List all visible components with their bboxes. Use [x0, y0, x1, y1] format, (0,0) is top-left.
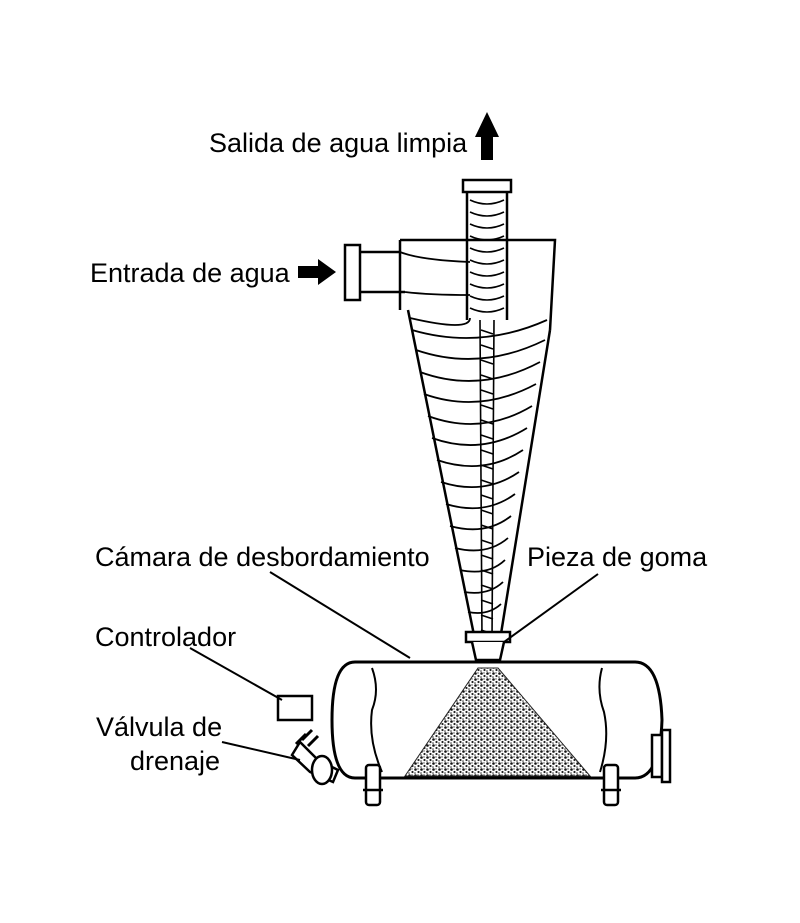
controller-box	[276, 694, 314, 722]
leader-lines	[189, 571, 599, 761]
sediment-pile	[404, 667, 592, 777]
inlet-pipe	[343, 243, 471, 302]
end-flange	[650, 728, 672, 784]
rubber-piece	[464, 630, 512, 662]
cyclone-body	[398, 238, 557, 641]
label-overflow-chamber: Cámara de desbordamiento	[95, 542, 430, 572]
vortex-core	[469, 199, 505, 641]
leader-overflow-chamber	[269, 571, 411, 659]
drain-valve-icon	[290, 728, 340, 786]
leader-controller	[189, 647, 283, 701]
label-drain-valve-line1: Válvula de	[96, 712, 222, 742]
tank-legs	[363, 763, 621, 807]
label-inlet: Entrada de agua	[90, 258, 291, 288]
inlet-arrow-icon	[298, 259, 336, 285]
label-drain-valve-line2: drenaje	[130, 746, 220, 776]
label-outlet: Salida de agua limpia	[209, 128, 468, 158]
outlet-tube	[461, 178, 513, 320]
leader-rubber-piece	[503, 573, 599, 643]
outlet-arrow-icon	[475, 112, 499, 160]
leader-drain-valve	[221, 741, 301, 761]
label-rubber-piece: Pieza de goma	[527, 542, 708, 572]
label-controller: Controlador	[95, 622, 236, 652]
